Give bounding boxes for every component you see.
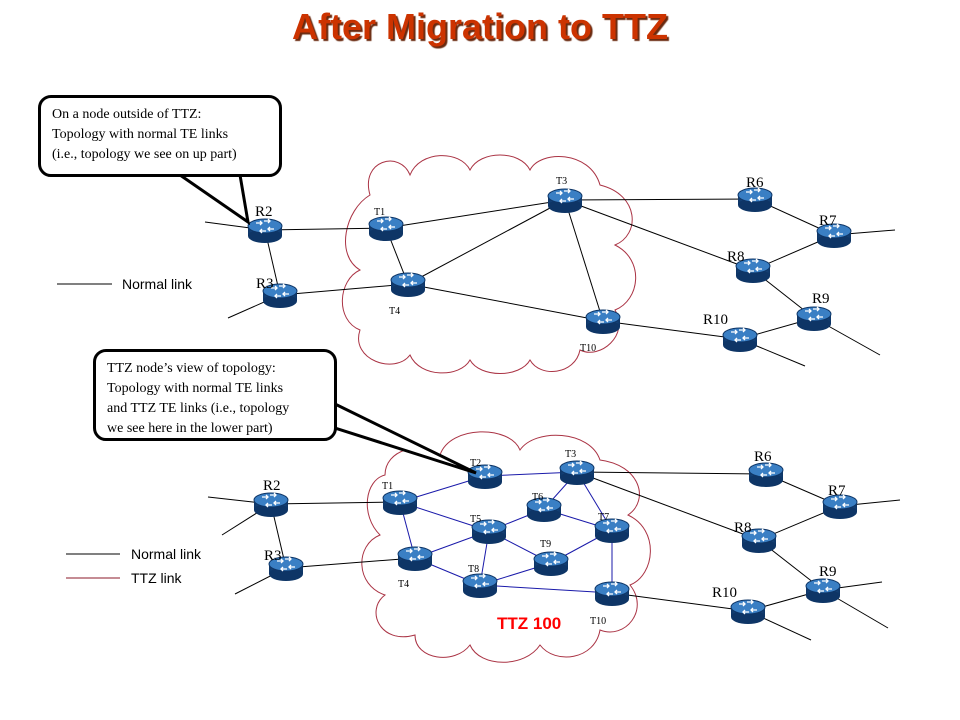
bottom-ttz-cloud (361, 431, 651, 663)
bottom-labels: R2 R3 T1 T2 T3 T4 T5 T6 T7 T8 T9 T10 R6 … (263, 449, 846, 633)
node-label-t7: T7 (598, 512, 609, 523)
node-label-r7: R7 (819, 213, 837, 229)
router-icon (382, 490, 418, 516)
node-label-t1: T1 (374, 207, 385, 218)
node-label-r10: R10 (703, 312, 728, 328)
node-label-t8: T8 (468, 564, 479, 575)
router-icon (247, 218, 283, 244)
callout-line: and TTZ TE links (i.e., topology (107, 401, 290, 416)
router-icon (594, 581, 630, 607)
callout-line: we see here in the lower part) (107, 421, 273, 436)
router-icon (397, 546, 433, 572)
callout-line: Topology with normal TE links (52, 127, 229, 142)
node-label-r6: R6 (754, 449, 772, 465)
node-label-t1: T1 (382, 481, 393, 492)
node-label-t4: T4 (398, 579, 409, 590)
router-icon (737, 187, 773, 213)
node-label-r3: R3 (264, 548, 282, 564)
node-label-r3: R3 (256, 276, 274, 292)
top-ttz-cloud (341, 154, 637, 374)
router-icon (533, 551, 569, 577)
legend-normal-link-top: Normal link (122, 276, 193, 292)
node-label-r9: R9 (819, 564, 837, 580)
callout-line: TTZ node’s view of topology: (107, 361, 276, 376)
node-label-t6: T6 (532, 492, 543, 503)
router-icon (796, 306, 832, 332)
ttz-zone-label: TTZ 100 (497, 614, 561, 633)
router-icon (462, 573, 498, 599)
router-icon (730, 599, 766, 625)
node-label-r6: R6 (746, 175, 764, 191)
page-title: After Migration to TTZ (292, 6, 668, 47)
node-label-t9: T9 (540, 539, 551, 550)
callout-line: On a node outside of TTZ: (52, 107, 202, 122)
node-label-t10: T10 (590, 616, 606, 627)
node-label-r10: R10 (712, 585, 737, 601)
node-label-r2: R2 (255, 204, 273, 220)
node-label-t4: T4 (389, 306, 400, 317)
callout-line: (i.e., topology we see on up part) (52, 147, 237, 162)
node-label-t3: T3 (565, 449, 576, 460)
node-label-r9: R9 (812, 291, 830, 307)
router-icon (748, 462, 784, 488)
router-icon (547, 188, 583, 214)
node-label-t10: T10 (580, 343, 596, 354)
node-label-r2: R2 (263, 478, 281, 494)
router-icon (253, 492, 289, 518)
callout-top-pointer (175, 173, 251, 226)
node-label-t3: T3 (556, 176, 567, 187)
router-icon (390, 272, 426, 298)
router-icon (368, 216, 404, 242)
node-label-t2: T2 (470, 458, 481, 469)
router-icon (722, 327, 758, 353)
router-icon (559, 460, 595, 486)
router-icon (585, 309, 621, 335)
legend-ttz-link: TTZ link (131, 570, 182, 586)
node-label-r8: R8 (727, 249, 745, 265)
callout-outside-ttz: On a node outside of TTZ: Topology with … (38, 95, 282, 177)
node-label-r7: R7 (828, 483, 846, 499)
callout-line: Topology with normal TE links (107, 381, 284, 396)
legend-normal-link-bottom: Normal link (131, 546, 202, 562)
callout-ttz-node: TTZ node’s view of topology: Topology wi… (93, 349, 337, 441)
node-label-t5: T5 (470, 514, 481, 525)
router-icon (805, 578, 841, 604)
node-label-r8: R8 (734, 520, 752, 536)
top-labels: R2 R3 T1 T3 T4 T10 R6 R7 R8 R9 R10 (255, 175, 837, 354)
